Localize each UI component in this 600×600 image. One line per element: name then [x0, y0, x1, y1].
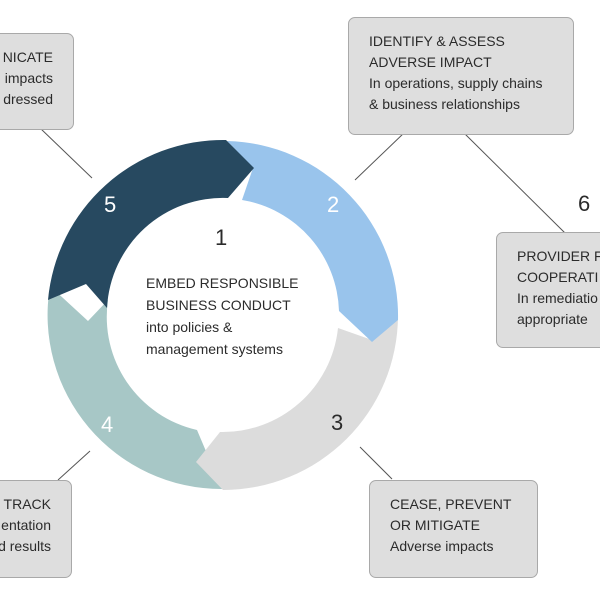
step-number-3: 3 [331, 410, 344, 435]
step-4-body-line1: entation [1, 517, 51, 533]
connector-line-5 [39, 127, 93, 179]
ring-segment-2 [227, 141, 399, 342]
step-5-title-line1: NICATE [2, 49, 53, 65]
step-2-title-line1: IDENTIFY & ASSESS [369, 33, 505, 49]
step-2-title-line2: ADVERSE IMPACT [369, 54, 492, 70]
center-label: EMBED RESPONSIBLE BUSINESS CONDUCT into … [146, 272, 326, 360]
step-box-3: CEASE, PREVENT OR MITIGATE Adverse impac… [369, 480, 538, 578]
step-6-body-line2: appropriate [517, 311, 588, 327]
ring-segment-4 [47, 286, 223, 490]
connector-line-4 [57, 450, 91, 481]
connector-line-6 [464, 133, 566, 234]
step-4-body-line2: d results [0, 538, 51, 554]
step-6-title-line1: PROVIDER F [517, 248, 600, 264]
step-number-1: 1 [215, 225, 228, 250]
step-box-5: NICATE impacts dressed [0, 33, 74, 130]
step-3-title-line2: OR MITIGATE [390, 517, 480, 533]
center-body-line1: into policies & [146, 319, 233, 335]
connector-line-3 [359, 446, 393, 480]
center-title-line1: EMBED RESPONSIBLE [146, 275, 299, 291]
step-box-2: IDENTIFY & ASSESS ADVERSE IMPACT In oper… [348, 17, 574, 135]
step-6-title-line2: COOPERATI [517, 269, 599, 285]
step-box-4: TRACK entation d results [0, 480, 72, 578]
step-number-4: 4 [101, 412, 114, 437]
ring-segment-5 [48, 139, 254, 308]
step-6-body-line1: In remediatio [517, 290, 598, 306]
center-title-line2: BUSINESS CONDUCT [146, 297, 291, 313]
step-4-title-line1: TRACK [3, 496, 51, 512]
ring-segment-3 [196, 316, 398, 490]
step-5-body-line1: impacts [4, 70, 53, 86]
connector-line-2 [354, 131, 406, 181]
step-number-2: 2 [327, 192, 340, 217]
step-number-5: 5 [104, 192, 117, 217]
step-2-body-line2: & business relationships [369, 96, 520, 112]
step-number-6: 6 [578, 191, 591, 216]
center-body-line2: management systems [146, 341, 283, 357]
step-2-body-line1: In operations, supply chains [369, 75, 543, 91]
step-3-title-line1: CEASE, PREVENT [390, 496, 512, 512]
step-5-body-line2: dressed [3, 91, 53, 107]
step-box-6: PROVIDER F COOPERATI In remediatio appro… [496, 232, 600, 348]
step-3-body-line1: Adverse impacts [390, 538, 494, 554]
